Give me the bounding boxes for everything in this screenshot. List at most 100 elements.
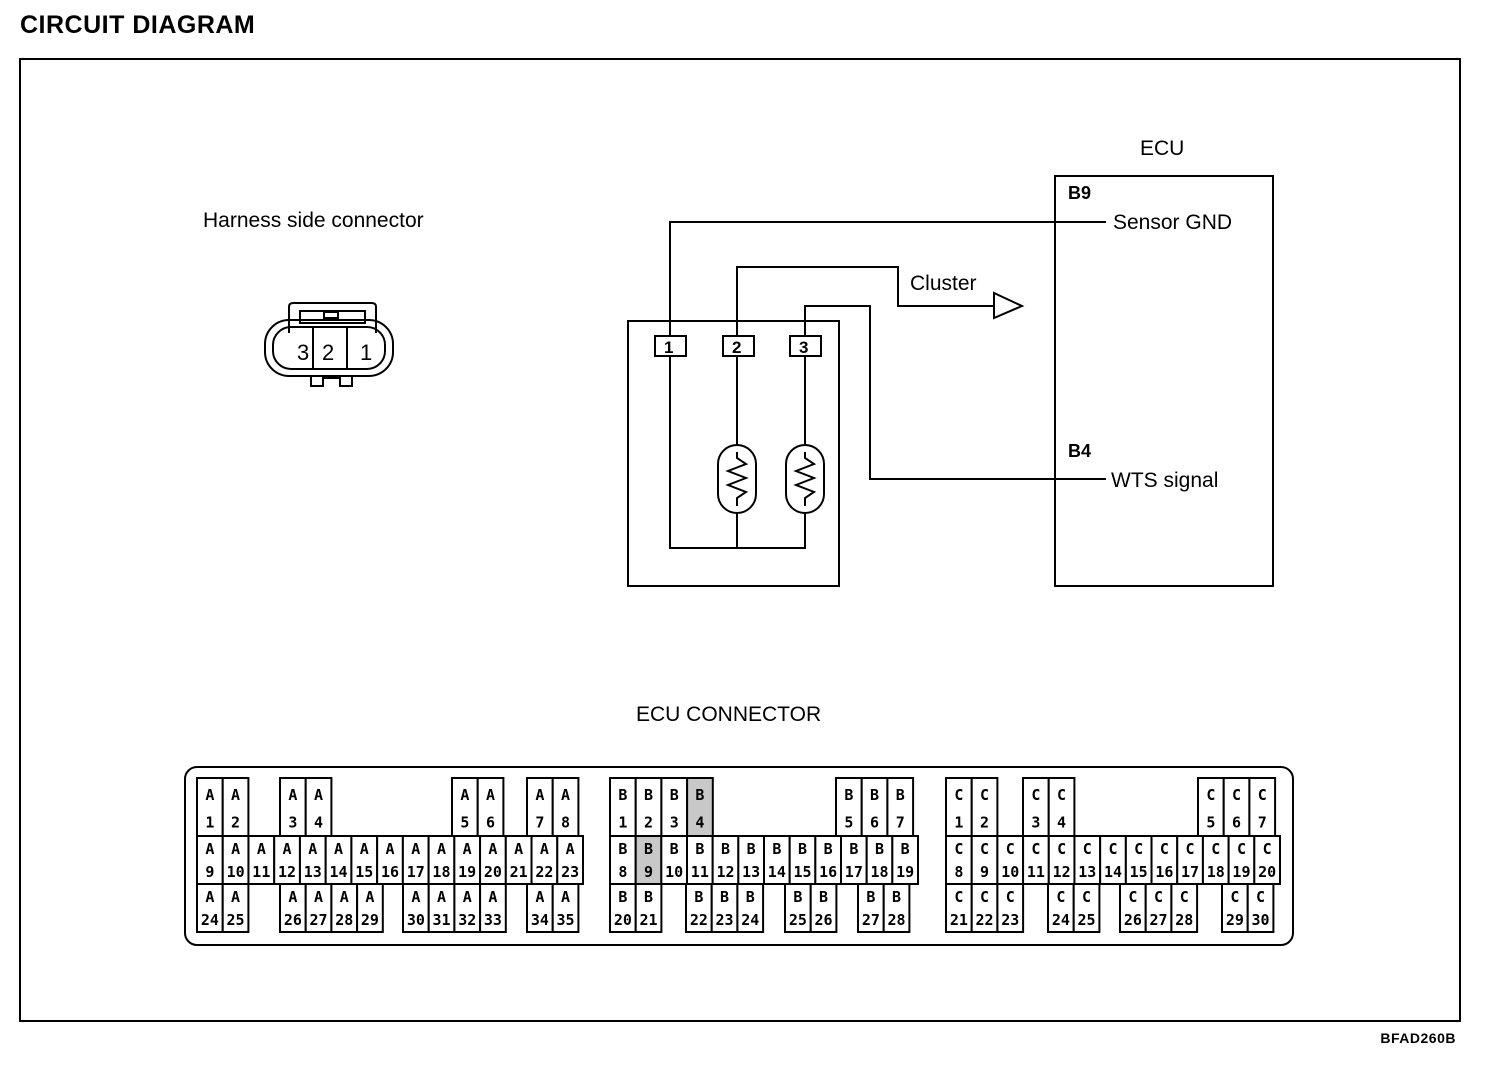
ecu-pin-block-letter: B — [901, 840, 910, 858]
ecu-pin-number: 8 — [954, 863, 963, 881]
ecu-pin-block-letter: A — [288, 786, 297, 804]
ecu-pin-number: 20 — [1258, 863, 1276, 881]
ecu-pin-number: 5 — [460, 813, 469, 831]
ecu-pin-block-letter: A — [314, 786, 323, 804]
ecu-pin-number: 14 — [768, 863, 786, 881]
ecu-pin-number: 21 — [640, 911, 658, 929]
ecu-pin-b13 — [737, 835, 765, 885]
ecu-pin-c28 — [1170, 883, 1199, 933]
ecu-pin-c7 — [1248, 777, 1277, 837]
ecu-pin-number: 28 — [888, 911, 906, 929]
ecu-pin-number: 22 — [976, 911, 994, 929]
ecu-pin-b21 — [634, 883, 663, 933]
ecu-pin-b4 — [686, 777, 714, 837]
ecu-pin-block-letter: C — [980, 888, 989, 906]
ecu-pin-block-letter: C — [1128, 888, 1137, 906]
ecu-pin-block-letter: C — [1006, 840, 1015, 858]
wire-sensor-gnd — [669, 221, 1106, 336]
harness-pin-1: 1 — [360, 340, 372, 365]
ecu-pin-block-letter: A — [205, 888, 214, 906]
harness-pin-2: 2 — [322, 340, 334, 365]
ecu-pin-block-letter: C — [1108, 840, 1117, 858]
ecu-pin-number: 9 — [980, 863, 989, 881]
ecu-pin-block-letter: C — [1237, 840, 1246, 858]
ecu-pin-a31 — [427, 883, 456, 933]
ecu-title: ECU — [1140, 137, 1185, 160]
ecu-pin-block-letter: B — [793, 888, 802, 906]
ecu-pin-number: 15 — [355, 863, 373, 881]
ecu-pin-number: 2 — [980, 813, 989, 831]
cluster-arrow-icon — [993, 291, 1025, 320]
ecu-pin-b23 — [710, 883, 739, 933]
ecu-pin-block-letter: A — [340, 888, 349, 906]
ecu-signal-sensor-gnd: Sensor GND — [1113, 211, 1233, 234]
ecu-pin-block-letter: C — [1263, 840, 1272, 858]
ecu-pin-number: 3 — [1031, 813, 1040, 831]
ecu-pin-number: 18 — [870, 863, 888, 881]
ecu-pin-block-letter: B — [618, 840, 627, 858]
harness-pin-3: 3 — [297, 340, 309, 365]
ecu-pin-block-letter: A — [231, 840, 240, 858]
ecu-pin-number: 2 — [644, 813, 653, 831]
ecu-pin-number: 5 — [844, 813, 853, 831]
ecu-pin-block-letter: C — [1134, 840, 1143, 858]
ecu-pin-number: 7 — [1258, 813, 1267, 831]
ecu-pin-block-letter: A — [561, 786, 570, 804]
ecu-pin-number: 12 — [278, 863, 296, 881]
diagram-frame — [19, 58, 1461, 1022]
ecu-pin-number: 26 — [284, 911, 302, 929]
ecu-pin-number: 1 — [618, 813, 627, 831]
ecu-pin-b3 — [660, 777, 689, 837]
ecu-pin-block-letter: B — [896, 786, 905, 804]
ecu-pin-number: 25 — [789, 911, 807, 929]
sensor-terminal-2: 2 — [732, 338, 741, 357]
ecu-pin-a25 — [221, 883, 250, 933]
ecu-pin-number: 9 — [644, 863, 653, 881]
ecu-pin-number: 17 — [1181, 863, 1199, 881]
ecu-pin-number: 16 — [381, 863, 399, 881]
ecu-pin-number: 21 — [510, 863, 528, 881]
ecu-pin-block-letter: C — [1031, 786, 1040, 804]
ecu-pin-number: 22 — [690, 911, 708, 929]
ecu-pin-block-letter: C — [1031, 840, 1040, 858]
ecu-pin-block-letter: A — [460, 786, 469, 804]
ecu-pin-a8 — [551, 777, 580, 837]
ecu-pin-block-letter: C — [980, 840, 989, 858]
ecu-pin-a2 — [221, 777, 250, 837]
ecu-pin-c1 — [945, 777, 973, 837]
ecu-pin-b27 — [857, 883, 885, 933]
ecu-pin-number: 5 — [1206, 813, 1215, 831]
ecu-pin-c24 — [1047, 883, 1075, 933]
ecu-pin-number: 30 — [1252, 911, 1270, 929]
ecu-pin-a16 — [376, 835, 404, 885]
ecu-pin-block-letter: A — [437, 840, 446, 858]
ecu-pin-block-letter: C — [1082, 888, 1091, 906]
ecu-pin-block-letter: B — [618, 888, 627, 906]
ecu-pin-block-letter: C — [1056, 888, 1065, 906]
ecu-pin-block-letter: B — [747, 840, 756, 858]
ecu-pin-c16 — [1150, 835, 1179, 885]
ecu-pin-a15 — [350, 835, 379, 885]
ecu-pin-a23 — [556, 835, 584, 885]
sensor-terminal-2-box — [722, 335, 755, 357]
wire-wts-signal — [804, 305, 1106, 480]
ecu-pin-c12 — [1047, 835, 1076, 885]
ecu-pin-a19 — [453, 835, 482, 885]
ecu-pin-number: 8 — [561, 813, 570, 831]
ecu-pin-number: 23 — [1001, 911, 1019, 929]
ecu-pin-block-letter: C — [1006, 888, 1015, 906]
ecu-pin-block-letter: A — [360, 840, 369, 858]
ecu-pin-a28 — [330, 883, 359, 933]
ecu-pin-block-letter: A — [566, 840, 575, 858]
ecu-pin-a33 — [479, 883, 507, 933]
ecu-pin-c18 — [1201, 835, 1230, 885]
ecu-pin-block-letter: C — [1211, 840, 1220, 858]
thermistor-1 — [717, 444, 757, 514]
ecu-pin-number: 29 — [1226, 911, 1244, 929]
ecu-connector-label: ECU CONNECTOR — [636, 703, 822, 726]
ecu-pin-block-letter: B — [746, 888, 755, 906]
ecu-pin-number: 1 — [954, 813, 963, 831]
harness-connector-label: Harness side connector — [203, 209, 424, 232]
ecu-pin-block-letter: A — [540, 840, 549, 858]
